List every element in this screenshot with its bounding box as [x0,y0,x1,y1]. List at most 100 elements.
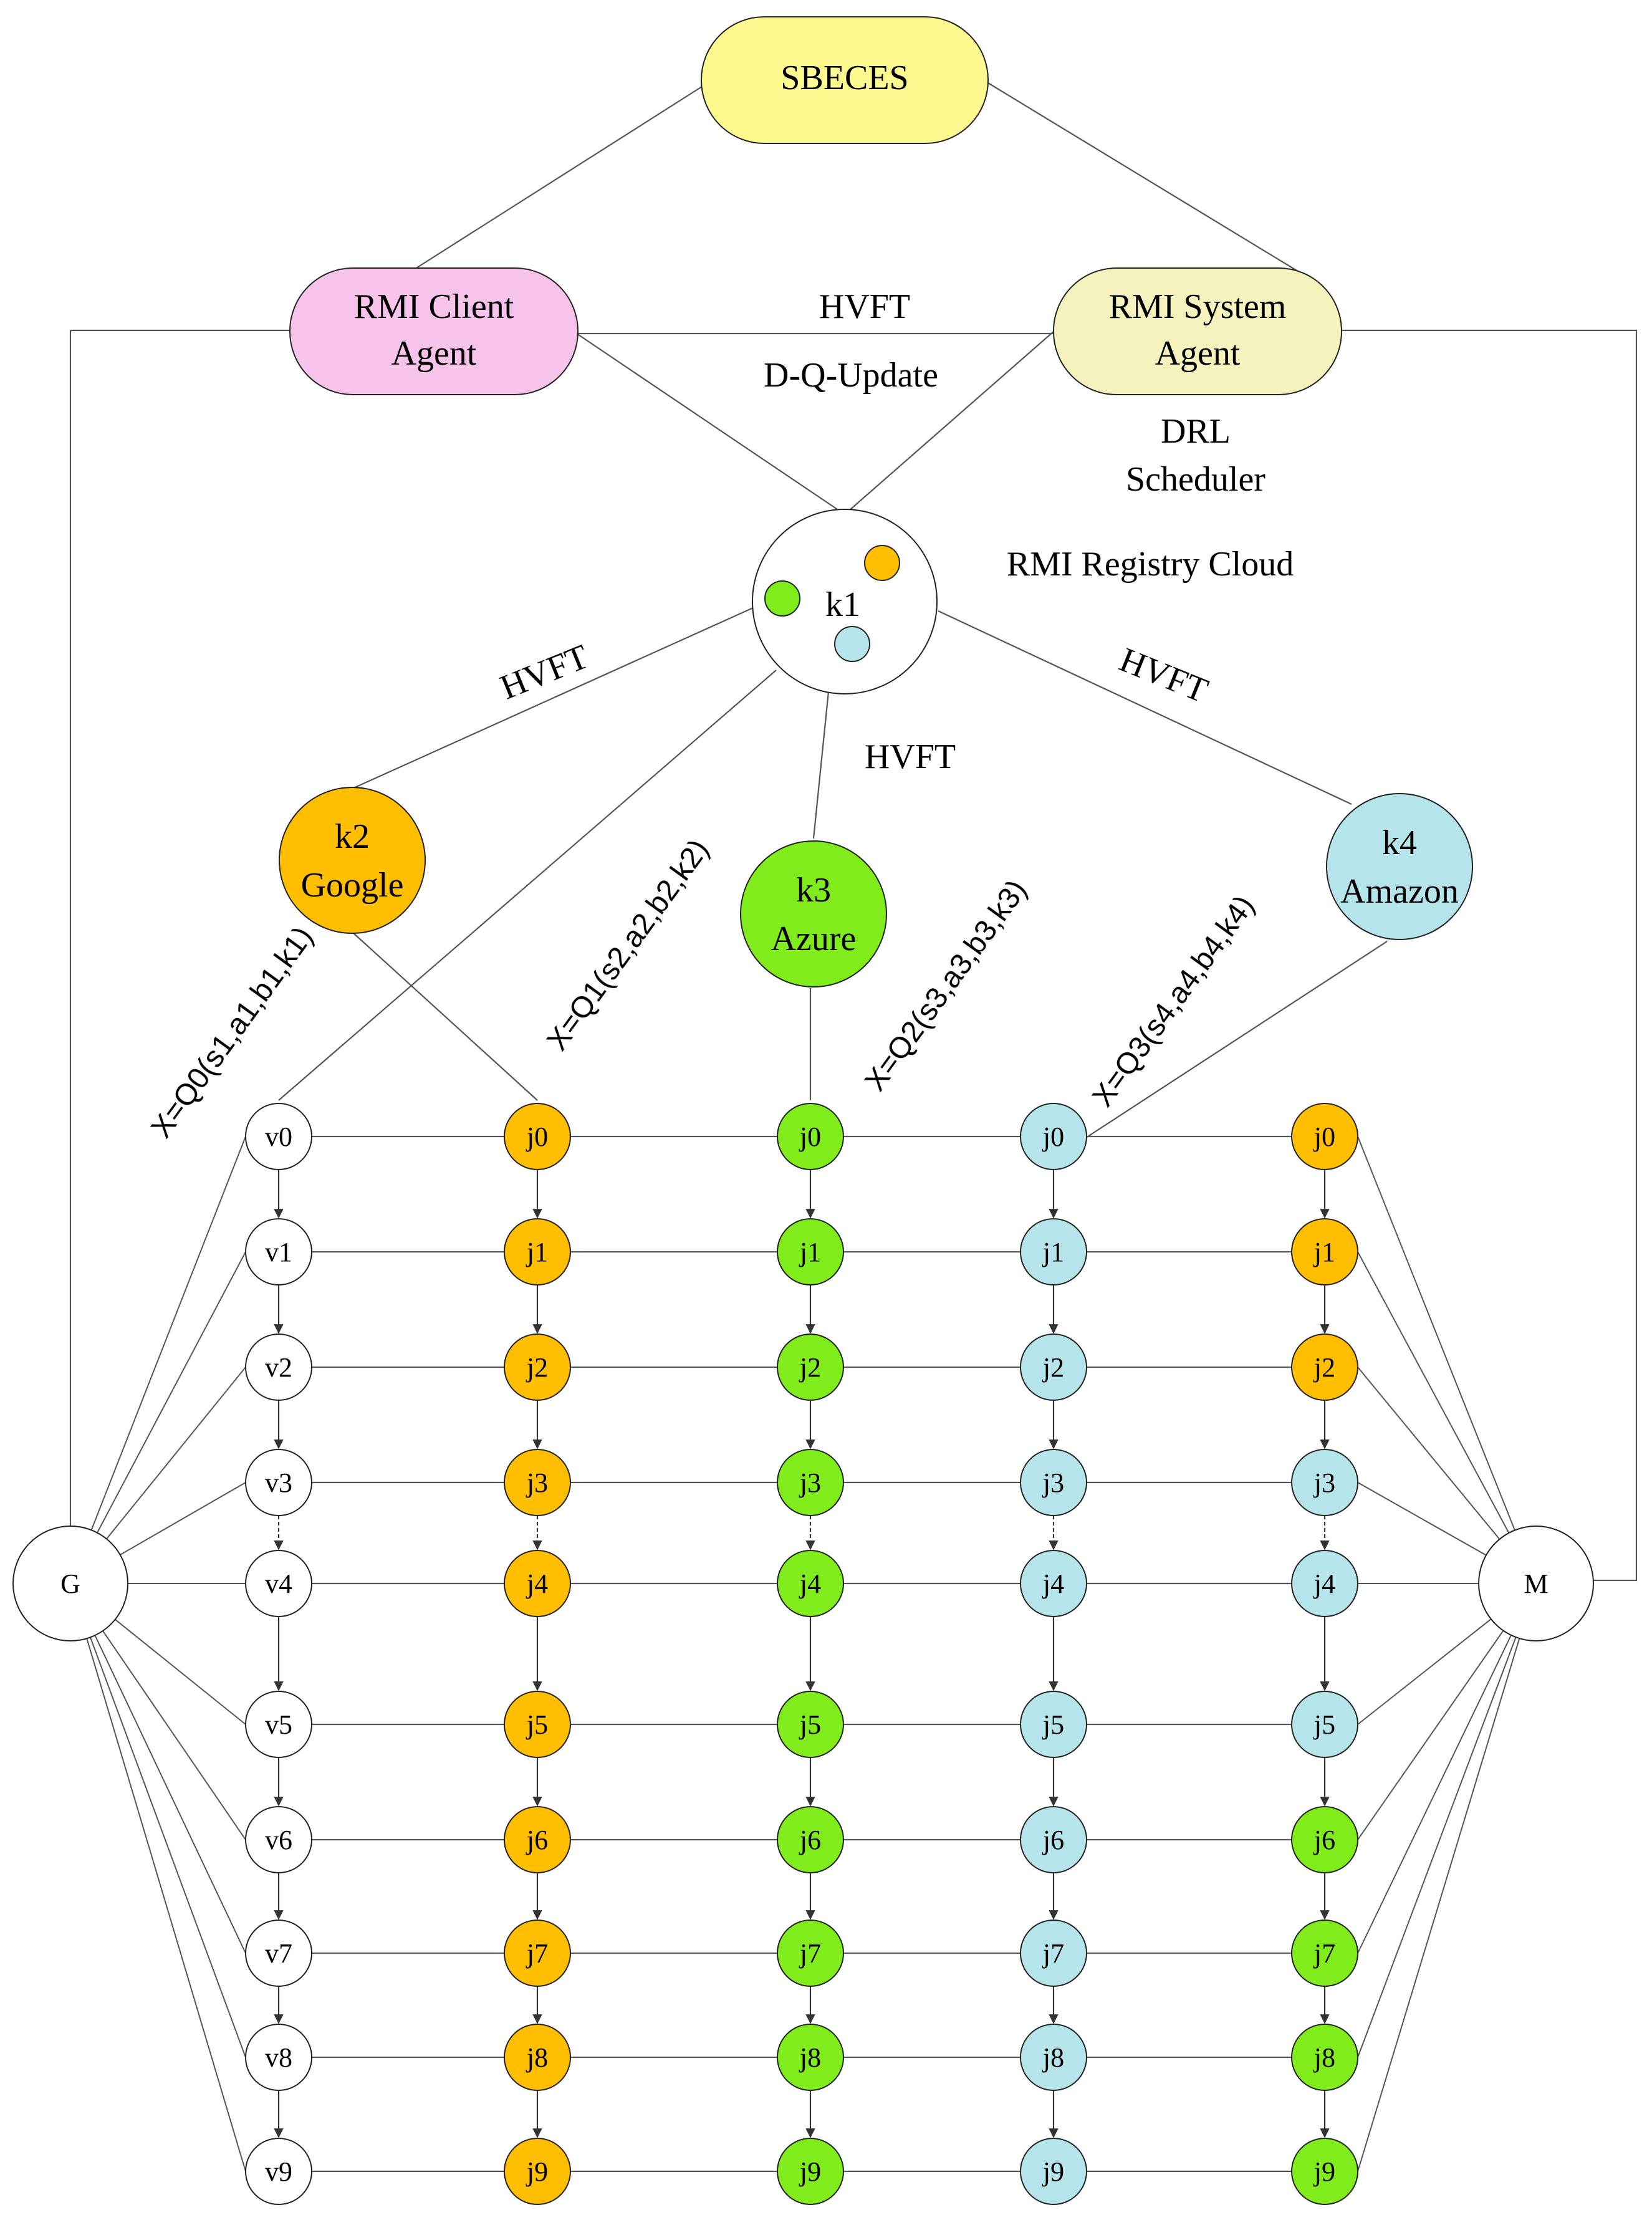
node-circle [1020,1333,1087,1401]
sbeces-label: SBECES [780,59,908,97]
node-j-amazon-j6: j6 [1020,1806,1087,1873]
node-v-v0: v0 [245,1103,312,1170]
node-label: v1 [265,1237,292,1267]
node-circle [1291,2138,1358,2205]
node-label: j6 [1042,1825,1064,1855]
node-j-amazon-j0: j0 [1020,1103,1087,1170]
node-label: j0 [1042,1122,1064,1152]
node-v-v1: v1 [245,1218,312,1285]
node-grid: v0v1v2v3v4v5v6v7v8v9j0j1j2j3j4j5j6j7j8j9… [245,1103,1358,2205]
node-circle [777,2024,844,2091]
node-label: j9 [1313,2156,1335,2187]
cloud-k3-id: k3 [796,871,831,910]
node-v-v3: v3 [245,1449,312,1516]
node-label: j1 [799,1237,821,1267]
registry-cloud-label: RMI Registry Cloud [1007,545,1294,584]
node-j-mixed-j0: j0 [1291,1103,1358,1170]
fan-line-m [1357,1136,1515,1530]
cloud-k4-amazon [1326,793,1473,940]
hvft-top-label: HVFT [819,287,910,326]
connector-lines [69,80,1638,1582]
node-label: j9 [1042,2156,1064,2187]
node-label: j8 [799,2042,821,2073]
node-circle [245,1449,312,1516]
node-label: j2 [799,1352,821,1383]
node-v-v7: v7 [245,1920,312,1987]
node-label: j7 [799,1938,821,1969]
node-j-azure-j2: j2 [777,1333,844,1401]
fan-line-g [97,1251,246,1534]
fan-line-g [115,1618,246,1725]
node-circle [1291,1691,1358,1758]
node-j-amazon-j8: j8 [1020,2024,1087,2091]
node-circle [245,1806,312,1873]
system-agent-line1: RMI System [1109,287,1287,326]
q1-label: X=Q1(s2,a2,b2,k2) [540,834,715,1057]
node-circle [245,2138,312,2205]
edge-system-k1 [844,317,1070,515]
system-agent-line2: Agent [1155,334,1241,373]
node-j-azure-j1: j1 [777,1218,844,1285]
node-label: j5 [526,1709,548,1740]
node-v-v9: v9 [245,2138,312,2205]
node-label: j9 [799,2156,821,2187]
node-circle [1020,1218,1087,1285]
node-circle [1020,1920,1087,1987]
node-label: j8 [526,2042,548,2073]
node-j-amazon-j7: j7 [1020,1920,1087,1987]
registry-green-dot [764,580,800,617]
node-j-google-j9: j9 [504,2138,571,2205]
node-j-google-j2: j2 [504,1333,571,1401]
q3-label: X=Q3(s4,a4,b4,k4) [1086,890,1261,1113]
node-circle [1020,2024,1087,2091]
node-j-google-j3: j3 [504,1449,571,1516]
node-label: j6 [526,1825,548,1855]
edge-m-system [1342,329,1638,1582]
node-label: j9 [526,2156,548,2187]
node-j-google-j8: j8 [504,2024,571,2091]
edge-k1-v0 [278,670,777,1101]
node-circle [504,1103,571,1170]
node-circle [245,1103,312,1170]
drl-label-line1: DRL [1161,412,1231,451]
node-j-mixed-j9: j9 [1291,2138,1358,2205]
node-circle [504,1333,571,1401]
node-label: j8 [1313,2042,1335,2073]
hvft-left-label: HVFT [495,637,594,707]
node-circle [504,1218,571,1285]
node-j-azure-j7: j7 [777,1920,844,1987]
node-circle [1291,1449,1358,1516]
node-label: j5 [1313,1709,1335,1740]
node-circle [1020,1449,1087,1516]
registry-blue-dot [834,626,870,662]
node-circle [1291,1333,1358,1401]
edge-k1-k3 [812,673,832,839]
grid-lines [274,1135,1330,2173]
node-j-google-j0: j0 [504,1103,571,1170]
cloud-k4-name: Amazon [1340,872,1459,911]
node-label: j6 [799,1825,821,1855]
edge-sbeces-system [984,80,1304,275]
node-label: j4 [799,1569,821,1599]
fan-line-g [94,1635,246,1954]
edge-sbeces-client [406,80,711,275]
node-circle [245,1218,312,1285]
node-j-mixed-j7: j7 [1291,1920,1358,1987]
node-v-v6: v6 [245,1806,312,1873]
edge-k4-j0 [1085,941,1388,1138]
fan-line-m [1357,1638,1520,2172]
fan-line-g [102,1630,246,1840]
endpoint-g-node [12,1526,128,1641]
node-label: v8 [265,2042,292,2073]
node-label: v5 [265,1709,292,1740]
node-j-amazon-j5: j5 [1020,1691,1087,1758]
node-label: j1 [526,1237,548,1267]
node-circle [1020,1691,1087,1758]
node-label: v6 [265,1825,292,1855]
node-j-amazon-j1: j1 [1020,1218,1087,1285]
node-j-google-j4: j4 [504,1550,571,1617]
fan-line-g [120,1482,246,1555]
node-label: j1 [1042,1237,1064,1267]
node-circle [504,2138,571,2205]
